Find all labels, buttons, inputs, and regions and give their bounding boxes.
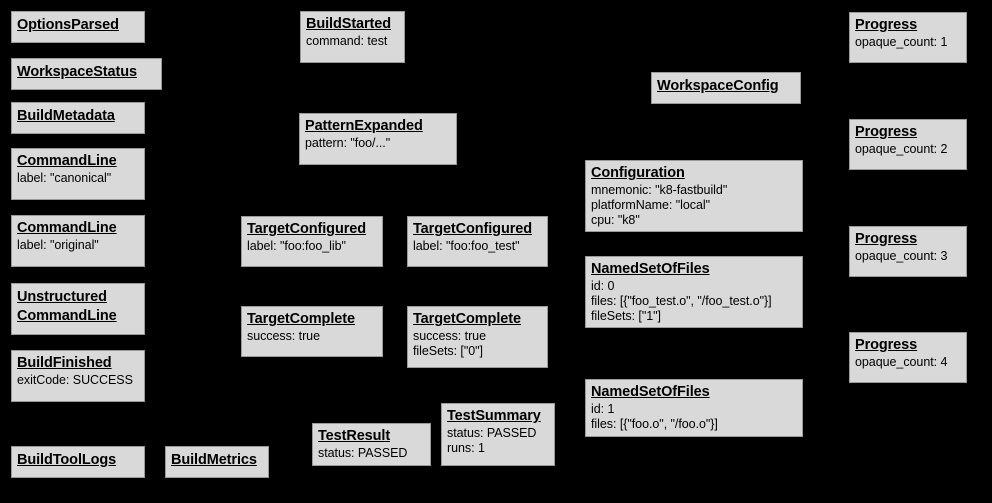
node-field: label: "original" bbox=[17, 238, 99, 252]
node-build-finished[interactable]: BuildFinished exitCode: SUCCESS bbox=[11, 350, 145, 402]
node-title: Progress bbox=[855, 124, 918, 140]
node-workspace-config[interactable]: WorkspaceConfig bbox=[651, 72, 801, 104]
node-field: id: 1 bbox=[591, 402, 615, 416]
node-title: NamedSetOfFiles bbox=[591, 261, 710, 277]
node-field: cpu: "k8" bbox=[591, 213, 640, 227]
node-fields: label: "foo:foo_lib" bbox=[247, 239, 377, 254]
node-field: files: [{"foo_test.o", "/foo_test.o"}] bbox=[591, 294, 772, 308]
node-target-configured-foo-test[interactable]: TargetConfigured label: "foo:foo_test" bbox=[407, 216, 548, 267]
node-fields: opaque_count: 1 bbox=[855, 35, 961, 50]
node-progress-1[interactable]: Progress opaque_count: 1 bbox=[849, 12, 967, 63]
node-fields: label: "original" bbox=[17, 238, 139, 253]
node-title: TargetComplete bbox=[413, 311, 521, 327]
node-fields: opaque_count: 4 bbox=[855, 355, 961, 370]
node-fields: opaque_count: 2 bbox=[855, 142, 961, 157]
node-workspace-status[interactable]: WorkspaceStatus bbox=[11, 58, 162, 90]
node-fields: opaque_count: 3 bbox=[855, 249, 961, 264]
node-field: command: test bbox=[306, 34, 388, 48]
node-configuration[interactable]: Configuration mnemonic: "k8-fastbuild"pla… bbox=[585, 160, 803, 232]
node-target-complete-foo-lib[interactable]: TargetComplete success: true bbox=[241, 306, 383, 357]
node-field: platformName: "local" bbox=[591, 198, 710, 212]
node-build-tool-logs[interactable]: BuildToolLogs bbox=[11, 446, 145, 478]
node-title: BuildMetrics bbox=[171, 452, 257, 468]
node-field: success: true bbox=[247, 329, 320, 343]
node-fields: command: test bbox=[306, 34, 399, 49]
node-field: files: [{"foo.o", "/foo.o"}] bbox=[591, 417, 718, 431]
node-field: status: PASSED bbox=[447, 426, 537, 440]
node-title: TargetConfigured bbox=[413, 221, 532, 237]
node-title: TargetComplete bbox=[247, 311, 355, 327]
node-title: Progress bbox=[855, 17, 918, 33]
node-field: runs: 1 bbox=[447, 441, 485, 455]
node-build-started[interactable]: BuildStarted command: test bbox=[300, 11, 405, 63]
node-title: WorkspaceConfig bbox=[657, 78, 779, 94]
node-field: pattern: "foo/..." bbox=[305, 136, 391, 150]
node-field: exitCode: SUCCESS bbox=[17, 373, 133, 387]
node-build-metrics[interactable]: BuildMetrics bbox=[165, 446, 269, 478]
node-title: Configuration bbox=[591, 165, 685, 181]
node-command-line-original[interactable]: CommandLine label: "original" bbox=[11, 215, 145, 267]
node-field: fileSets: ["0"] bbox=[413, 344, 483, 358]
node-progress-4[interactable]: Progress opaque_count: 4 bbox=[849, 332, 967, 383]
node-fields: label: "foo:foo_test" bbox=[413, 239, 542, 254]
node-unstructured-command-line[interactable]: Unstructured CommandLine bbox=[11, 283, 145, 335]
node-field: opaque_count: 2 bbox=[855, 142, 948, 156]
node-fields: success: true bbox=[247, 329, 377, 344]
node-field: opaque_count: 4 bbox=[855, 355, 948, 369]
node-pattern-expanded[interactable]: PatternExpanded pattern: "foo/..." bbox=[299, 113, 457, 165]
node-title: TargetConfigured bbox=[247, 221, 366, 237]
node-fields: label: "canonical" bbox=[17, 171, 139, 186]
node-command-line-canonical[interactable]: CommandLine label: "canonical" bbox=[11, 148, 145, 200]
node-title: PatternExpanded bbox=[305, 118, 423, 134]
node-title: TestSummary bbox=[447, 408, 541, 424]
node-test-result[interactable]: TestResult status: PASSED bbox=[312, 423, 431, 466]
node-field: label: "foo:foo_test" bbox=[413, 239, 520, 253]
node-target-configured-foo-lib[interactable]: TargetConfigured label: "foo:foo_lib" bbox=[241, 216, 383, 267]
node-build-metadata[interactable]: BuildMetadata bbox=[11, 102, 145, 134]
node-field: success: true bbox=[413, 329, 486, 343]
node-progress-3[interactable]: Progress opaque_count: 3 bbox=[849, 226, 967, 277]
node-title: CommandLine bbox=[17, 153, 117, 169]
node-title: Unstructured CommandLine bbox=[17, 289, 117, 324]
node-options-parsed[interactable]: OptionsParsed bbox=[11, 11, 145, 43]
node-title: BuildFinished bbox=[17, 355, 112, 371]
node-field: id: 0 bbox=[591, 279, 615, 293]
node-field: label: "foo:foo_lib" bbox=[247, 239, 346, 253]
node-title: BuildToolLogs bbox=[17, 452, 117, 468]
node-progress-2[interactable]: Progress opaque_count: 2 bbox=[849, 119, 967, 170]
node-title: BuildStarted bbox=[306, 16, 392, 32]
node-field: fileSets: ["1"] bbox=[591, 309, 661, 323]
node-title: TestResult bbox=[318, 428, 391, 444]
node-title: OptionsParsed bbox=[17, 17, 119, 33]
node-title: WorkspaceStatus bbox=[17, 64, 137, 80]
node-title: Progress bbox=[855, 337, 918, 353]
node-title: CommandLine bbox=[17, 220, 117, 236]
node-field: opaque_count: 3 bbox=[855, 249, 948, 263]
node-fields: pattern: "foo/..." bbox=[305, 136, 451, 151]
node-field: mnemonic: "k8-fastbuild" bbox=[591, 183, 728, 197]
node-field: opaque_count: 1 bbox=[855, 35, 948, 49]
node-title: NamedSetOfFiles bbox=[591, 384, 710, 400]
node-field: label: "canonical" bbox=[17, 171, 112, 185]
node-title: Progress bbox=[855, 231, 918, 247]
node-field: status: PASSED bbox=[318, 446, 408, 460]
node-fields: status: PASSED bbox=[318, 446, 425, 461]
node-title: BuildMetadata bbox=[17, 108, 115, 124]
node-fields: mnemonic: "k8-fastbuild"platformName: "l… bbox=[591, 183, 797, 228]
node-fields: exitCode: SUCCESS bbox=[17, 373, 139, 388]
